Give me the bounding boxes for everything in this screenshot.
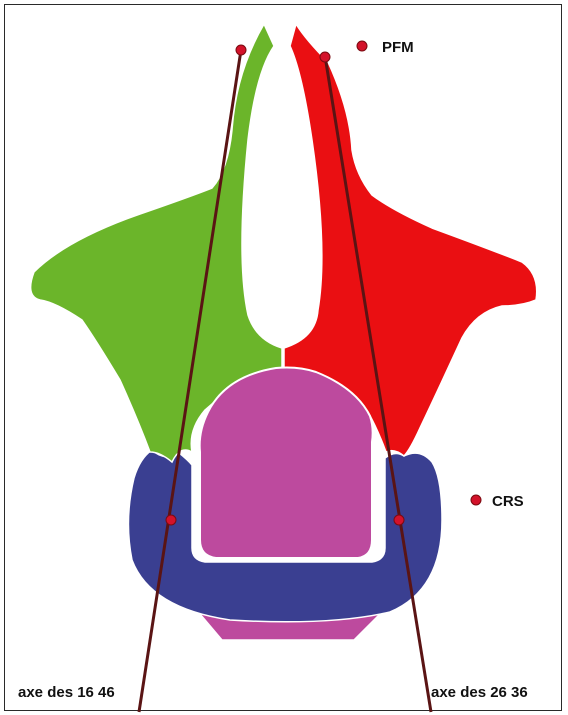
crs-legend-label: CRS xyxy=(492,493,524,510)
crs-legend-dot xyxy=(471,495,481,505)
center-magenta-segment xyxy=(200,368,373,559)
axis-label-16-46: axe des 16 46 xyxy=(18,684,115,701)
axis-label-26-36: axe des 26 36 xyxy=(431,684,528,701)
crs-point-left xyxy=(166,515,176,525)
crs-point-right xyxy=(394,515,404,525)
pfm-legend-label: PFM xyxy=(382,39,414,56)
pfm-point-right xyxy=(320,52,330,62)
pfm-legend-dot xyxy=(357,41,367,51)
pfm-point-left xyxy=(236,45,246,55)
